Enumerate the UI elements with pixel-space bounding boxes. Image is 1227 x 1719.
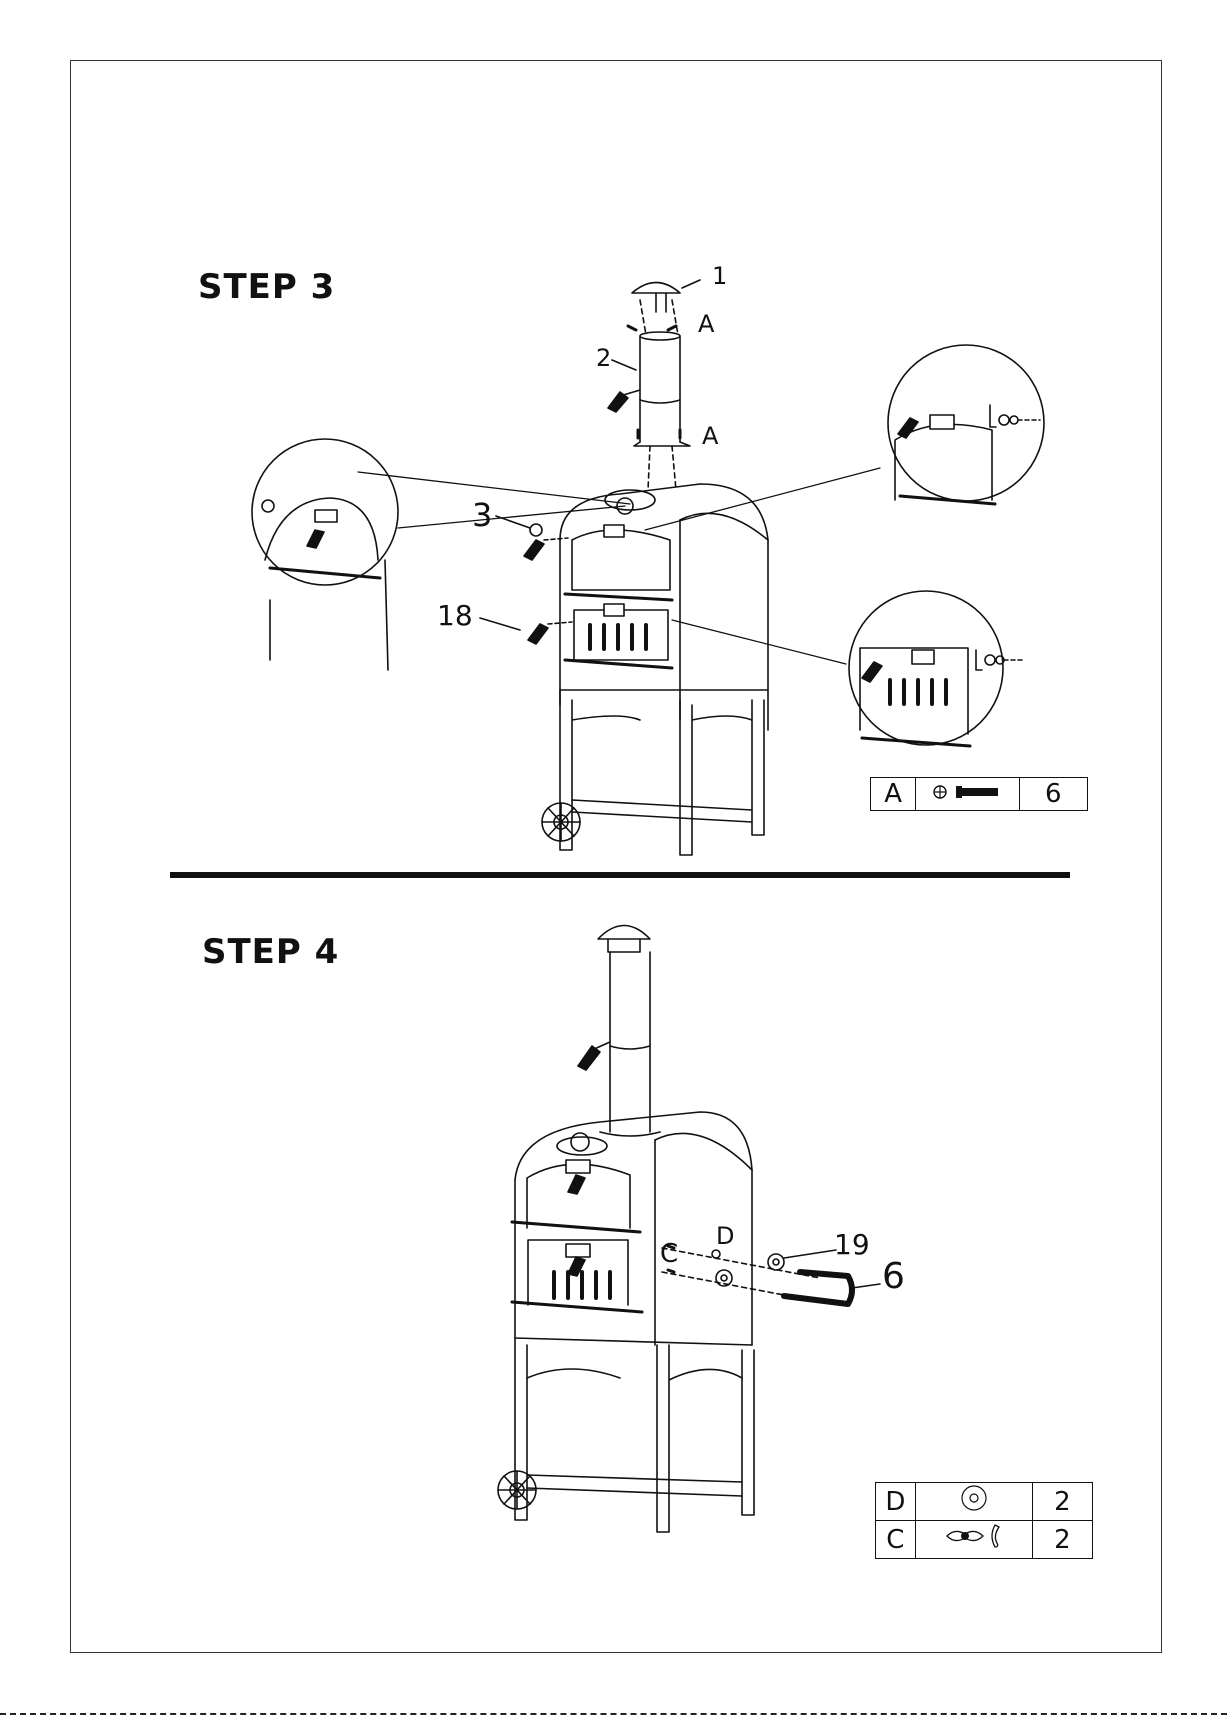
screw-icon: [916, 778, 1019, 811]
parts-row-d: D 2: [876, 1483, 1093, 1521]
callout-c: C: [660, 1239, 678, 1269]
wing-nut-icon: [915, 1521, 1032, 1559]
callout-6: 6: [882, 1256, 905, 1297]
parts-row-a: A 6: [871, 778, 1088, 811]
callout-a-bottom: A: [702, 422, 719, 450]
callout-19: 19: [834, 1228, 870, 1261]
parts-row-c: C 2: [876, 1521, 1093, 1559]
callout-2: 2: [596, 344, 611, 372]
part-code: D: [876, 1483, 916, 1521]
step-3-oven-diagram: [252, 280, 1044, 855]
callout-3: 3: [472, 496, 492, 534]
step-4-parts-table: D 2 C 2: [875, 1482, 1093, 1559]
washer-icon: [915, 1483, 1032, 1521]
part-qty: 2: [1032, 1483, 1092, 1521]
step-4-oven-diagram: [498, 926, 880, 1533]
callout-d: D: [716, 1222, 734, 1250]
part-qty: 2: [1032, 1521, 1092, 1559]
part-qty: 6: [1019, 778, 1087, 811]
step-3-parts-table: A 6: [870, 777, 1088, 811]
callout-18: 18: [437, 599, 473, 632]
part-code: C: [876, 1521, 916, 1559]
perforation-line: [0, 1713, 1227, 1715]
callout-a-top: A: [698, 310, 715, 338]
part-code: A: [871, 778, 916, 811]
callout-1: 1: [712, 262, 727, 290]
